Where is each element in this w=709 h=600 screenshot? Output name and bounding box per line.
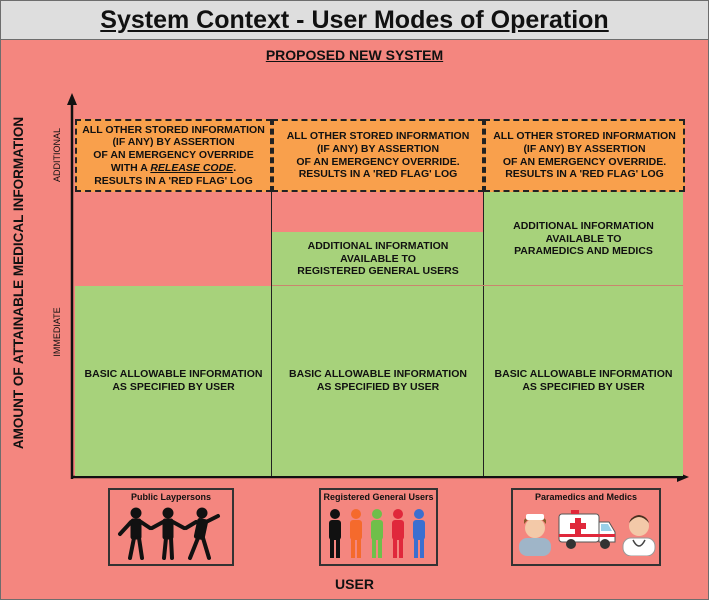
override-cell-3: ALL OTHER STORED INFORMATION (IF ANY) BY… xyxy=(484,119,685,192)
x-axis-label: USER xyxy=(335,576,374,592)
basic-cell-1: BASIC ALLOWABLE INFORMATION AS SPECIFIED… xyxy=(75,286,272,476)
y-tick-immediate: IMMEDIATE xyxy=(52,307,62,357)
additional-cell-3: ADDITIONAL INFORMATION AVAILABLE TO PARA… xyxy=(484,192,683,286)
column-divider-2 xyxy=(483,192,484,476)
override-cell-2: ALL OTHER STORED INFORMATION (IF ANY) BY… xyxy=(272,119,484,192)
y-axis xyxy=(67,93,77,479)
user-card-registered-general-users: Registered General Users xyxy=(319,488,438,566)
user-card-label-1: Public Laypersons xyxy=(130,492,212,502)
user-card-label-2: Registered General Users xyxy=(323,492,434,502)
tier-divider xyxy=(272,285,683,286)
column-divider-1 xyxy=(271,192,272,476)
user-card-public-laypersons: Public Laypersons xyxy=(108,488,234,566)
basic-cell-3: BASIC ALLOWABLE INFORMATION AS SPECIFIED… xyxy=(484,286,683,476)
medic-icon xyxy=(622,515,656,556)
release-code-text: RELEASE CODE xyxy=(150,161,234,174)
additional-cell-2: ADDITIONAL INFORMATION AVAILABLE TO REGI… xyxy=(272,232,484,286)
user-card-paramedics-and-medics: Paramedics and Medics xyxy=(511,488,661,566)
y-axis-label: AMOUNT OF ATTAINABLE MEDICAL INFORMATION xyxy=(11,116,26,450)
title-bar: System Context - User Modes of Operation xyxy=(1,1,708,40)
ambulance-icon xyxy=(558,510,616,549)
registered-users-group-icon xyxy=(329,509,425,558)
y-tick-additional: ADDITIONAL xyxy=(52,128,62,183)
user-card-label-3: Paramedics and Medics xyxy=(534,492,638,502)
basic-cell-2: BASIC ALLOWABLE INFORMATION AS SPECIFIED… xyxy=(272,286,484,476)
diagram-title: System Context - User Modes of Operation xyxy=(100,5,609,34)
override-cell-1: ALL OTHER STORED INFORMATION (IF ANY) BY… xyxy=(75,119,272,192)
laypersons-group-icon xyxy=(118,507,220,560)
override-text-1: ALL OTHER STORED INFORMATION (IF ANY) BY… xyxy=(82,123,265,187)
diagram-subtitle: PROPOSED NEW SYSTEM xyxy=(265,47,444,63)
y-axis-arrowhead xyxy=(67,93,77,105)
paramedic-icon xyxy=(519,514,551,556)
